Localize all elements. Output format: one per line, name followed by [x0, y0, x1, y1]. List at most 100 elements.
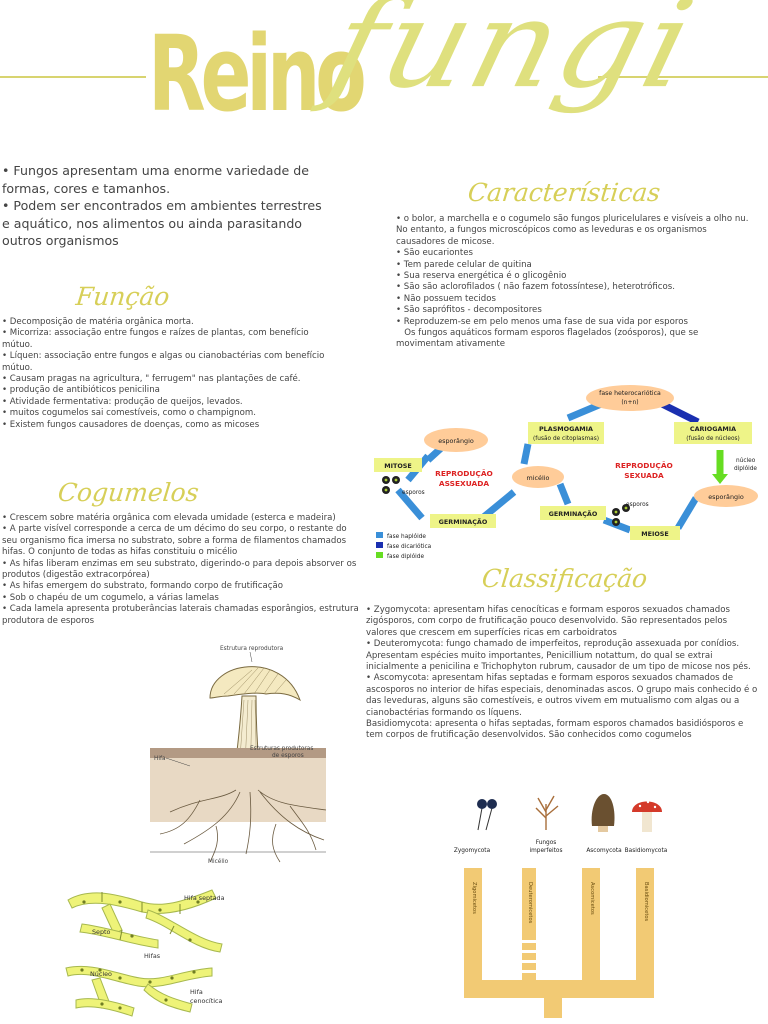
cycle-node-germinacao-left — [430, 514, 496, 528]
legend-swatch-dicariotic — [376, 542, 383, 548]
list-item: • Cada lamela apresenta protuberâncias l… — [2, 604, 359, 626]
title-line-right — [598, 76, 768, 78]
label-zygomycota: Zygomycota — [454, 848, 491, 854]
cogumelos-list: • Crescem sobre matéria orgânica com ele… — [2, 513, 362, 627]
intro-line: • Podem ser encontrados em ambientes ter… — [2, 198, 322, 249]
spore-dot-core — [394, 478, 398, 482]
label: (fusão de citoplasmas) — [533, 436, 599, 442]
intro-line: • Fungos apresentam uma enorme variedade… — [2, 163, 309, 196]
spore-dot-core — [614, 520, 618, 524]
label: GERMINAÇÃO — [439, 517, 488, 526]
caracteristicas-list: • o bolor, a marchella e o cogumelo são … — [396, 214, 758, 351]
label-estruturas-produtoras: Estruturas produtoras — [250, 746, 313, 752]
page-title-fungi: fungi — [317, 0, 709, 116]
label-reproducao-sexuada: REPRODUÇÃO — [615, 461, 673, 470]
label-reproducao-sexuada: SEXUADA — [624, 471, 664, 480]
classificacao-list: • Zygomycota: apresentam hifas cenocític… — [366, 605, 760, 742]
cycle-node-mitose — [374, 458, 422, 472]
label: (fusão de núcleos) — [686, 435, 740, 442]
hyphae-tubes — [65, 889, 223, 1017]
label: esporângio — [708, 493, 744, 501]
label-fungos: Fungos — [536, 840, 557, 846]
label-reproducao-assexuada: ASSEXUADA — [439, 479, 489, 488]
list-item: Os fungos aquáticos formam esporos flage… — [396, 328, 701, 350]
label-de-esporos: de esporos — [272, 753, 304, 759]
label: esporângio — [438, 437, 474, 445]
label-nucleo: Núcleo — [90, 970, 112, 978]
spore-dot-core — [614, 510, 618, 514]
funcao-list: • Decomposição de matéria orgânica morta… — [2, 317, 338, 431]
label-hifa: Hifa — [154, 756, 166, 762]
vertical-label-deuteromicetos: Deuteromicetos — [527, 882, 533, 924]
title-line-left — [0, 76, 146, 78]
label: PLASMOGAMIA — [539, 425, 593, 433]
section-heading-funcao: Função — [74, 282, 172, 311]
mushroom-gills — [223, 667, 287, 695]
label: MITOSE — [384, 462, 412, 470]
basidiomycota-icon — [632, 800, 662, 832]
list-item: • Zygomycota: apresentam hifas cenocític… — [366, 605, 730, 638]
cycle-node-micelio — [512, 466, 564, 488]
cycle-legend: fase haplóide fase dicariótica fase dipl… — [376, 532, 432, 560]
vertical-label-zigomicetos: Zigomicetos — [471, 882, 477, 914]
spore-dot-core — [384, 488, 388, 492]
list-item: • Líquen: associação entre fungos e alga… — [2, 351, 325, 373]
cycle-node-esporangio-left — [424, 428, 488, 452]
list-item: • o bolor, a marchella e o cogumelo são … — [396, 214, 749, 247]
arrow-esporangio-to-meiose — [674, 496, 700, 530]
soil — [150, 748, 326, 822]
list-item: • Reproduzem-se em pelo menos uma fase d… — [396, 316, 688, 327]
cycle-node-cariogamia — [674, 422, 752, 444]
arrow-micelio-up — [520, 443, 532, 465]
list-item: • São são aclorofilados ( não fazem foto… — [396, 282, 675, 293]
list-item: • produção de antibióticos penicilina — [2, 385, 160, 396]
list-item: • Decomposição de matéria orgânica morta… — [2, 317, 194, 327]
list-item: • Ascomycota: apresentam hifas septadas … — [366, 673, 758, 718]
nuclei — [80, 900, 200, 1010]
arrow-micelio-down — [556, 482, 572, 506]
legend-label: fase dicariótica — [387, 543, 432, 550]
intro-text: • Fungos apresentam uma enorme variedade… — [2, 162, 324, 250]
page-title-reino: Reino — [148, 13, 367, 135]
legend-swatch-diploid — [376, 552, 383, 558]
label-hifa-cenocitica: cenocítica — [190, 997, 222, 1005]
legend-label: fase haplóide — [387, 533, 426, 540]
label: MEIOSE — [641, 530, 669, 538]
label-ascomycota: Ascomycota — [586, 848, 622, 854]
fungos-imperfeitos-icon — [535, 795, 559, 830]
list-item: • Sob o chapéu de um cogumelo, a várias … — [2, 592, 219, 603]
label: diplóide — [734, 465, 757, 472]
list-item: • Tem parede celular de quitina — [396, 259, 532, 270]
section-heading-classificacao: Classificação — [480, 564, 649, 593]
list-item: • Atividade fermentativa: produção de qu… — [2, 396, 243, 407]
label: (n+n) — [621, 399, 638, 406]
label-hifa-septada: Hifa septada — [184, 894, 225, 902]
cycle-node-fase-heterocariotica — [586, 385, 674, 411]
list-item: • As hifas liberam enzimas em seu substr… — [2, 558, 357, 581]
mushroom-cap — [209, 666, 301, 702]
list-item: • Existem fungos causadores de doenças, … — [2, 419, 260, 430]
mycelium — [159, 789, 327, 863]
cycle-node-germinacao-right — [540, 506, 606, 520]
label-basidiomycota: Basidiomycota — [625, 848, 668, 854]
list-item: • São eucariontes — [396, 248, 473, 259]
zygomycota-icon — [477, 799, 497, 831]
label: micélio — [527, 474, 550, 482]
vertical-label-ascomicetos: Ascomicetos — [589, 882, 595, 915]
section-heading-cogumelos: Cogumelos — [56, 478, 201, 507]
label: núcleo — [736, 457, 756, 464]
label-imperfeitos: imperfeitos — [530, 848, 563, 854]
leader-line — [249, 651, 253, 663]
spore-dot-core — [624, 506, 628, 510]
section-heading-caracteristicas: Características — [466, 178, 662, 207]
list-item: • muitos cogumelos sai comestíveis, como… — [2, 408, 256, 419]
label: esporos — [626, 502, 649, 508]
cycle-node-esporangio-right — [694, 485, 758, 507]
spore-dot-core — [384, 478, 388, 482]
list-item: • Deuteromycota: fungo chamado de imperf… — [366, 639, 751, 673]
arrow-esporos-down — [395, 487, 425, 521]
vertical-label-basidiomicetos: Basidiomicetos — [643, 882, 649, 922]
legend-label: fase diplóide — [387, 553, 424, 560]
label-reproducao-assexuada: REPRODUÇÃO — [435, 469, 493, 478]
septa — [101, 892, 181, 941]
